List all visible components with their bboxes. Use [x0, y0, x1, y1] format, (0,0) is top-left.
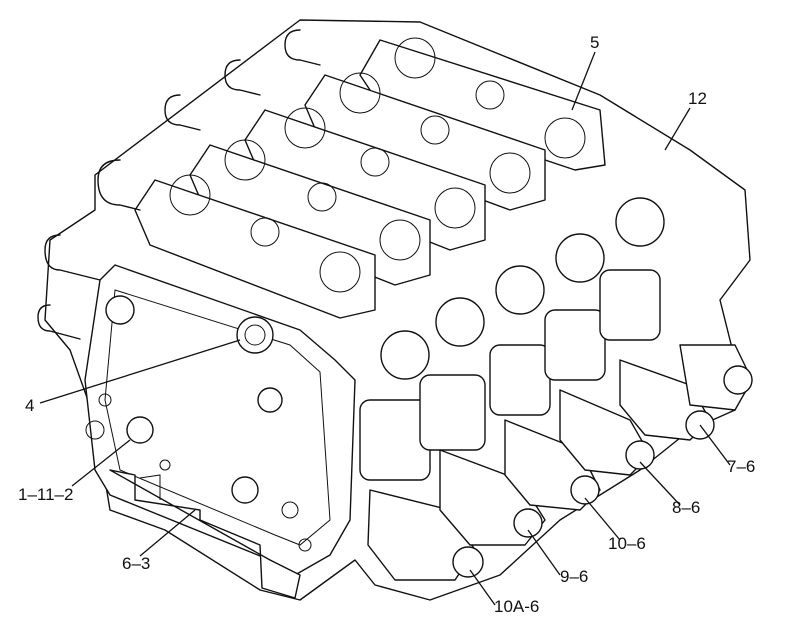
callout-1-11-2: 1–11–2	[18, 485, 73, 504]
spool-sections	[37, 29, 606, 340]
callout-6-3: 6–3	[122, 554, 150, 573]
leader-lines	[39, 51, 731, 606]
callout-10A-6: 10A-6	[494, 597, 539, 616]
end-plate-fittings	[85, 295, 312, 552]
callout-4: 4	[25, 396, 34, 415]
callout-9-6: 9–6	[560, 567, 588, 586]
right-side-actuators	[359, 197, 753, 581]
callout-8-6: 8–6	[672, 498, 700, 517]
callout-7-6: 7–6	[727, 457, 755, 476]
callout-10-6: 10–6	[608, 534, 646, 553]
callout-labels: 5 12 4 1–11–2 6–3 7–6 8–6 10–6 9–6 10A-6	[18, 33, 755, 616]
callout-12: 12	[688, 89, 707, 108]
callout-5: 5	[590, 33, 599, 52]
